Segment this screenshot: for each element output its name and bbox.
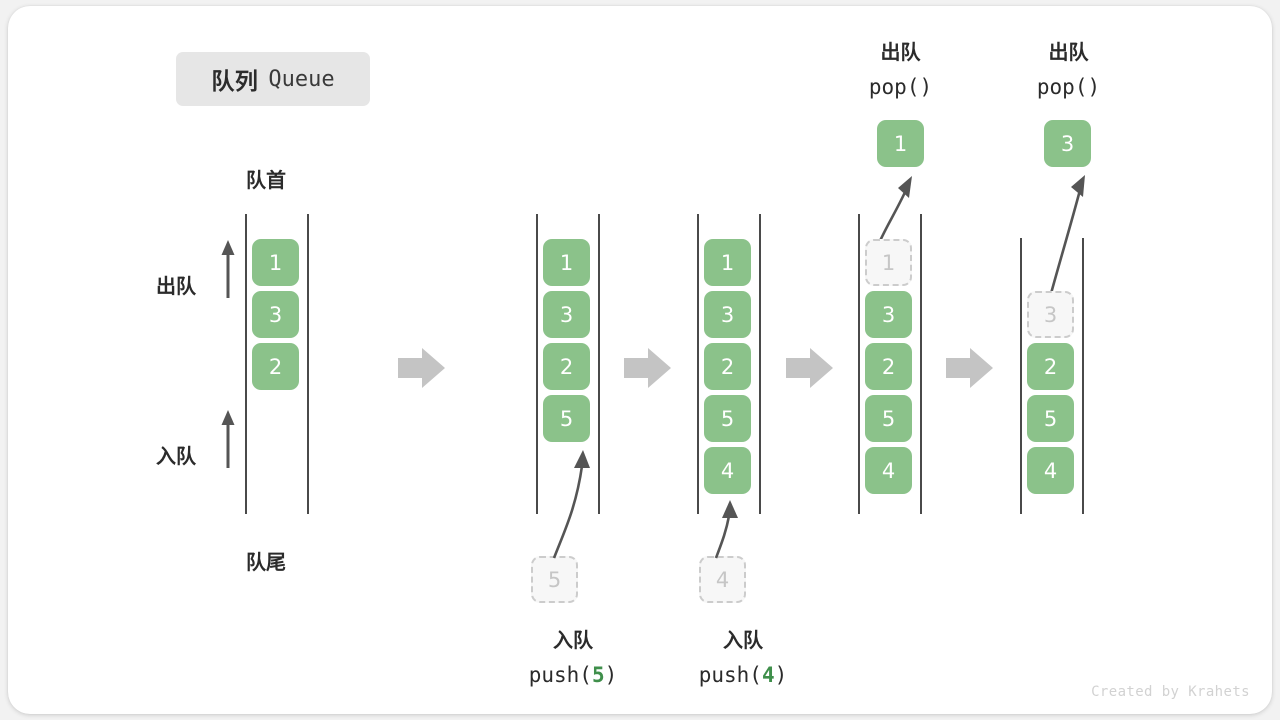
queue-rail-right bbox=[1082, 238, 1084, 514]
title-english: Queue bbox=[268, 66, 335, 92]
tail-label: 队尾 bbox=[246, 552, 286, 574]
queue-cell: 3 bbox=[865, 291, 912, 338]
pop-3-caption-code: pop() bbox=[1036, 75, 1101, 99]
head-label: 队首 bbox=[246, 170, 286, 192]
queue-cell: 4 bbox=[704, 447, 751, 494]
queue-cell: 2 bbox=[1027, 343, 1074, 390]
step-transition-arrow bbox=[786, 348, 833, 388]
incoming-ghost-cell: 4 bbox=[699, 556, 746, 603]
queue-cell: 1 bbox=[704, 239, 751, 286]
pop-3-caption-cn: 出队 bbox=[1048, 42, 1089, 64]
queue-cell: 1 bbox=[543, 239, 590, 286]
push-5-argument: 5 bbox=[591, 663, 605, 687]
dequeue-label: 出队 bbox=[156, 276, 196, 298]
push-4-caption-cn: 入队 bbox=[723, 630, 763, 652]
incoming-ghost-cell: 5 bbox=[531, 556, 578, 603]
push-arrow bbox=[552, 450, 590, 559]
queue-cell: 5 bbox=[1027, 395, 1074, 442]
diagram-card: 队列 Queue 队首 队尾 出队 入队 1 3 2 bbox=[8, 6, 1272, 714]
step-transition-arrow bbox=[946, 348, 993, 388]
queue-rail-left bbox=[858, 214, 860, 514]
queue-cell: 4 bbox=[1027, 447, 1074, 494]
outgoing-ghost-cell: 3 bbox=[1027, 291, 1074, 338]
dequeue-direction-arrow bbox=[221, 240, 235, 298]
step-transition-arrow bbox=[624, 348, 671, 388]
popped-cell: 3 bbox=[1044, 120, 1091, 167]
queue-rail-left bbox=[245, 214, 247, 514]
queue-cell: 3 bbox=[252, 291, 299, 338]
queue-cell: 5 bbox=[865, 395, 912, 442]
credit-text: Created by Krahets bbox=[1091, 684, 1250, 700]
push-4-caption-code: push(4) bbox=[698, 663, 788, 687]
title-badge: 队列 Queue bbox=[176, 52, 370, 106]
outgoing-ghost-cell: 1 bbox=[865, 239, 912, 286]
queue-cell: 2 bbox=[543, 343, 590, 390]
pop-3-caption: 出队 pop() bbox=[996, 36, 1141, 106]
queue-cell: 2 bbox=[252, 343, 299, 390]
queue-rail-left bbox=[1020, 238, 1022, 514]
queue-rail-right bbox=[920, 214, 922, 514]
queue-cell: 5 bbox=[704, 395, 751, 442]
pop-1-caption: 出队 pop() bbox=[828, 36, 973, 106]
queue-cell: 3 bbox=[704, 291, 751, 338]
popped-cell: 1 bbox=[877, 120, 924, 167]
queue-cell: 5 bbox=[543, 395, 590, 442]
enqueue-label: 入队 bbox=[156, 446, 196, 468]
push-4-caption: 入队 push(4) bbox=[653, 624, 833, 694]
queue-cell: 2 bbox=[865, 343, 912, 390]
step-transition-arrow bbox=[398, 348, 445, 388]
push-arrow bbox=[714, 500, 738, 559]
queue-cell: 2 bbox=[704, 343, 751, 390]
push-5-caption: 入队 push(5) bbox=[483, 624, 663, 694]
queue-rail-right bbox=[307, 214, 309, 514]
queue-cell: 1 bbox=[252, 239, 299, 286]
title-chinese: 队列 bbox=[211, 68, 259, 94]
pop-1-caption-cn: 出队 bbox=[880, 42, 921, 64]
queue-rail-left bbox=[536, 214, 538, 514]
push-4-argument: 4 bbox=[761, 663, 775, 687]
enqueue-direction-arrow bbox=[221, 410, 235, 468]
queue-rail-right bbox=[759, 214, 761, 514]
pop-1-caption-code: pop() bbox=[868, 75, 933, 99]
queue-cell: 3 bbox=[543, 291, 590, 338]
queue-rail-left bbox=[697, 214, 699, 514]
push-5-caption-code: push(5) bbox=[528, 663, 618, 687]
queue-cell: 4 bbox=[865, 447, 912, 494]
queue-rail-right bbox=[598, 214, 600, 514]
push-5-caption-cn: 入队 bbox=[553, 630, 593, 652]
